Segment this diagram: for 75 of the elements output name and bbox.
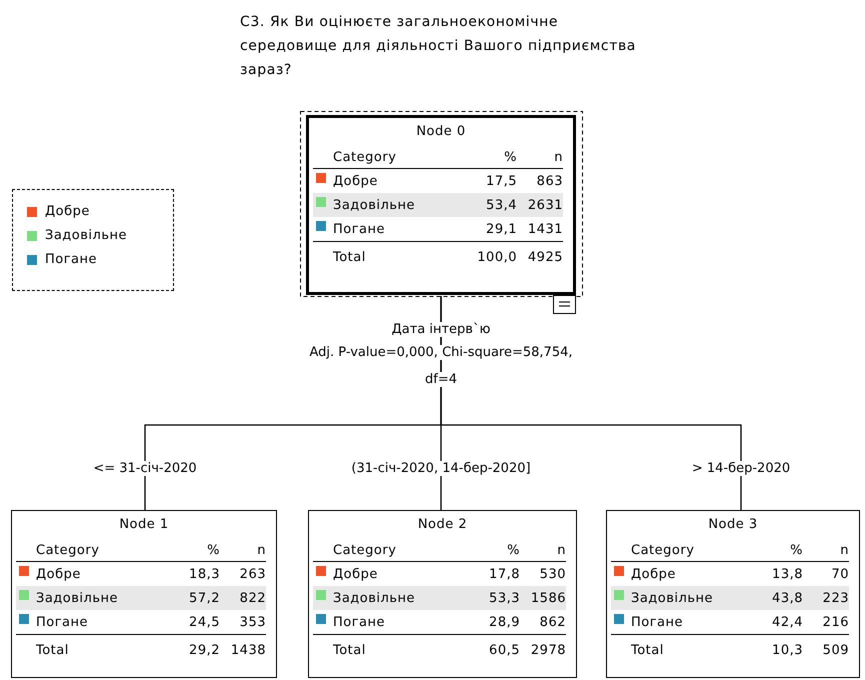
table-value: 53,4 [486, 198, 517, 212]
column-header: % [507, 542, 520, 558]
column-header: Category [631, 542, 694, 558]
legend-label: Погане [45, 252, 98, 267]
category-label: Погане [333, 614, 386, 630]
table-value: 100,0 [477, 250, 517, 264]
table-value: 223 [822, 590, 849, 606]
table-value: 24,5 [189, 614, 220, 630]
category-label: Добре [333, 566, 378, 582]
table-value: 1438 [230, 642, 266, 658]
table-value: 530 [540, 566, 566, 582]
column-header: n [554, 150, 563, 164]
category-label: Погане [333, 222, 386, 236]
category-label: Задовільне [333, 590, 415, 606]
table-value: 353 [240, 614, 266, 630]
tree-node [11, 510, 277, 678]
category-label: Total [333, 250, 366, 264]
table-value: 29,1 [486, 222, 517, 236]
table-value: 216 [822, 614, 849, 630]
table-value: 60,5 [489, 642, 520, 658]
table-value: 862 [540, 614, 566, 630]
legend-label: Добре [45, 204, 90, 219]
table-value: 28,9 [489, 614, 520, 630]
category-label: Total [333, 642, 366, 658]
column-header: % [790, 542, 803, 558]
table-value: 53,3 [489, 590, 520, 606]
table-value: 70 [831, 566, 849, 582]
table-value: 863 [536, 174, 563, 188]
column-header: n [557, 542, 566, 558]
node-heading: Node 0 [416, 124, 466, 139]
table-value: 13,8 [772, 566, 803, 582]
table-value: 509 [822, 642, 849, 658]
table-value: 42,4 [772, 614, 803, 630]
category-label: Задовільне [36, 590, 118, 606]
column-header: Category [333, 542, 396, 558]
column-header: Category [36, 542, 100, 558]
tree-node [308, 510, 577, 678]
node-heading: Node 2 [418, 517, 468, 532]
column-header: n [840, 542, 849, 558]
category-label: Total [36, 642, 69, 658]
tree-branch-line [440, 296, 742, 510]
column-header: n [257, 542, 266, 558]
column-header: % [504, 150, 517, 164]
category-label: Задовільне [631, 590, 713, 606]
category-label: Добре [333, 174, 378, 188]
category-label: Погане [36, 614, 88, 630]
category-label: Добре [631, 566, 676, 582]
title: С3. Як Ви оцінюєте загальноекономічне середовище для діяльності Вашого підприємства зараз? [240, 13, 637, 80]
table-value: 1431 [528, 222, 563, 236]
table-value: 17,5 [486, 174, 517, 188]
column-header: Category [333, 150, 396, 164]
table-value: 2631 [528, 198, 563, 212]
category-label: Добре [36, 566, 81, 582]
split-label: df=4 [423, 372, 459, 387]
split-label: Дата інтерв`ю [390, 322, 492, 337]
table-value: 2978 [530, 642, 566, 658]
table-value: 1586 [530, 590, 566, 606]
category-label: Total [631, 642, 664, 658]
legend-label: Задовільне [45, 228, 127, 243]
table-value: 822 [240, 590, 266, 606]
split-label: Adj. P-value=0,000, Chi-square=58,754, [308, 345, 574, 360]
table-value: 10,3 [772, 642, 803, 658]
table-value: 4925 [528, 250, 563, 264]
node-heading: Node 1 [119, 517, 169, 532]
table-value: 57,2 [189, 590, 220, 606]
tree-node [606, 510, 860, 678]
column-header: % [207, 542, 220, 558]
node-heading: Node 3 [708, 517, 758, 532]
table-value: 29,2 [189, 642, 220, 658]
table-value: 263 [240, 566, 266, 582]
table-value: 17,8 [489, 566, 520, 582]
table-value: 43,8 [772, 590, 803, 606]
category-label: Задовільне [333, 198, 415, 212]
table-value: 18,3 [189, 566, 220, 582]
category-label: Погане [631, 614, 684, 630]
